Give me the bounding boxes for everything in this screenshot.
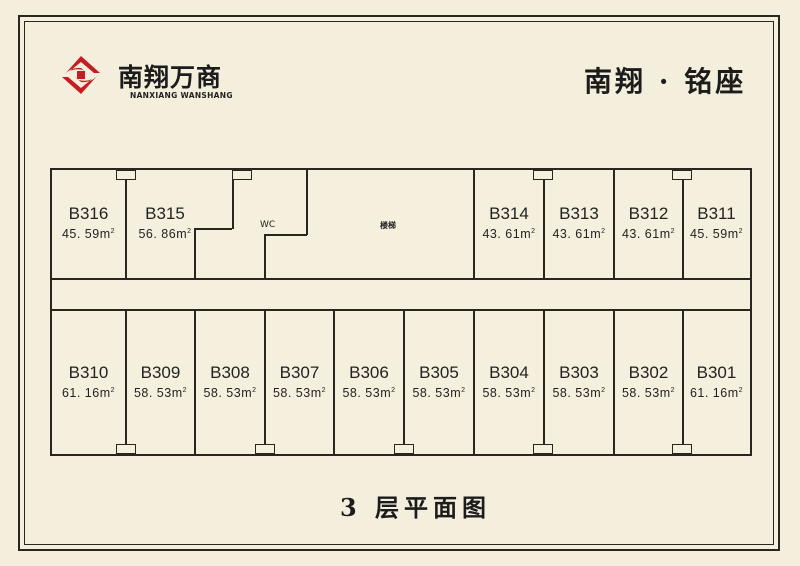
unit-name: B315 — [145, 204, 185, 223]
unit-area: 58. 53m2 — [203, 386, 257, 401]
unit-B311[interactable]: B311 45. 59m2 — [683, 204, 750, 242]
wall — [264, 310, 266, 456]
wall — [194, 310, 196, 456]
unit-area: 43. 61m2 — [482, 227, 536, 242]
wall — [473, 170, 475, 278]
floor-title: 3 层平面图 — [340, 493, 492, 522]
column — [672, 170, 692, 180]
unit-B307[interactable]: B307 58. 53m2 — [265, 363, 334, 401]
wall — [125, 170, 127, 278]
unit-B302[interactable]: B302 58. 53m2 — [614, 363, 683, 401]
wall — [264, 234, 266, 278]
unit-name: B304 — [489, 363, 529, 382]
wall — [194, 228, 196, 278]
unit-area: 58. 53m2 — [482, 386, 536, 401]
unit-B310[interactable]: B310 61. 16m2 — [52, 363, 125, 401]
unit-B316[interactable]: B316 45. 59m2 — [52, 204, 125, 242]
floor-plan: WC 楼梯 B316 45. 59m2 B315 56. 86m2 B314 4… — [50, 168, 752, 456]
unit-name: B309 — [140, 363, 181, 382]
wall — [543, 170, 545, 278]
unit-name: B314 — [489, 204, 529, 223]
column — [672, 444, 692, 454]
unit-area: 58. 53m2 — [133, 386, 188, 401]
wall — [682, 170, 684, 278]
unit-name: B316 — [68, 204, 109, 223]
column — [533, 170, 553, 180]
wall — [613, 310, 615, 456]
unit-B309[interactable]: B309 58. 53m2 — [126, 363, 195, 401]
unit-B315[interactable]: B315 56. 86m2 — [126, 204, 204, 242]
unit-name: B305 — [419, 363, 459, 382]
unit-name: B302 — [628, 363, 669, 382]
diamond-logo-icon — [62, 56, 100, 94]
unit-area: 61. 16m2 — [61, 386, 116, 401]
unit-area: 56. 86m2 — [138, 227, 192, 242]
project-title: 南翔 · 铭座 — [584, 65, 747, 98]
brand-name-cn: 南翔万商 — [118, 63, 223, 92]
wall — [682, 310, 684, 456]
wall — [543, 310, 545, 456]
unit-area: 45. 59m2 — [61, 227, 116, 242]
wall — [264, 234, 307, 236]
wall — [125, 310, 127, 456]
column — [116, 444, 136, 454]
column — [533, 444, 553, 454]
unit-name: B307 — [279, 363, 320, 382]
wall — [333, 310, 335, 456]
unit-B303[interactable]: B303 58. 53m2 — [544, 363, 614, 401]
unit-name: B306 — [349, 363, 389, 382]
unit-B314[interactable]: B314 43. 61m2 — [474, 204, 544, 242]
unit-B301[interactable]: B301 61. 16m2 — [683, 363, 750, 401]
unit-B304[interactable]: B304 58. 53m2 — [474, 363, 544, 401]
unit-B313[interactable]: B313 43. 61m2 — [544, 204, 614, 242]
wc-label: WC — [260, 220, 276, 230]
outer-frame — [18, 15, 780, 551]
unit-name: B303 — [559, 363, 599, 382]
unit-area: 58. 53m2 — [552, 386, 606, 401]
unit-area: 58. 53m2 — [342, 386, 396, 401]
unit-name: B312 — [628, 204, 669, 223]
corridor-top-wall — [52, 278, 750, 280]
column — [116, 170, 136, 180]
unit-area: 58. 53m2 — [272, 386, 327, 401]
unit-area: 43. 61m2 — [552, 227, 606, 242]
inner-frame — [24, 21, 774, 545]
wall — [232, 170, 234, 229]
corridor-bottom-wall — [52, 309, 750, 311]
column — [394, 444, 414, 454]
unit-B308[interactable]: B308 58. 53m2 — [195, 363, 265, 401]
wall — [306, 170, 308, 235]
wall — [473, 310, 475, 456]
unit-name: B311 — [697, 204, 736, 223]
unit-B305[interactable]: B305 58. 53m2 — [404, 363, 474, 401]
unit-B306[interactable]: B306 58. 53m2 — [334, 363, 404, 401]
unit-name: B313 — [559, 204, 599, 223]
column — [232, 170, 252, 180]
unit-area: 58. 53m2 — [412, 386, 466, 401]
column — [255, 444, 275, 454]
unit-name: B310 — [68, 363, 109, 382]
unit-area: 43. 61m2 — [621, 227, 676, 242]
stair-label: 楼梯 — [380, 221, 396, 230]
wall — [403, 310, 405, 456]
unit-area: 58. 53m2 — [621, 386, 676, 401]
unit-name: B301 — [696, 363, 737, 382]
brand-name-en: NANXIANG WANSHANG — [130, 91, 233, 100]
unit-area: 61. 16m2 — [689, 386, 744, 401]
wall — [194, 228, 232, 230]
unit-name: B308 — [210, 363, 250, 382]
wall — [613, 170, 615, 278]
unit-area: 45. 59m2 — [689, 227, 744, 242]
unit-B312[interactable]: B312 43. 61m2 — [614, 204, 683, 242]
